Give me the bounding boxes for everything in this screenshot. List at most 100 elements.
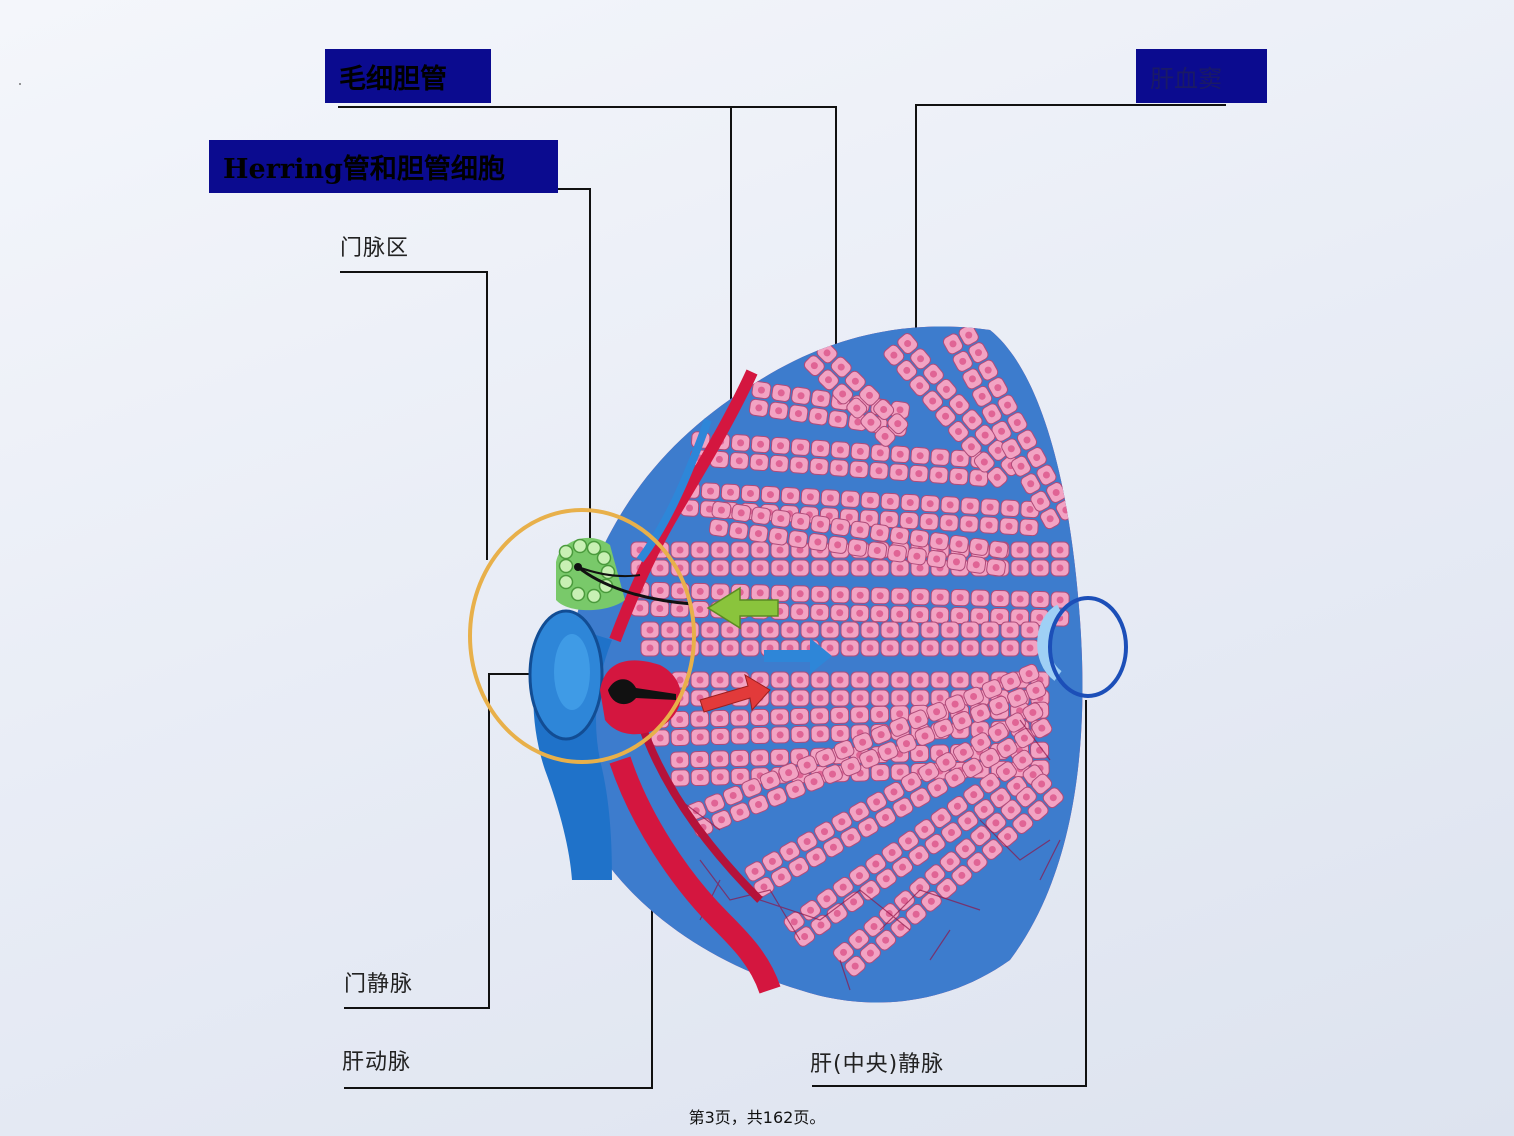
hepatocyte-nucleus [735, 457, 743, 465]
hepatocyte-nucleus [886, 644, 894, 652]
hepatocyte-nucleus [994, 446, 1002, 454]
hepatocyte-nucleus [816, 564, 824, 572]
hepatocyte-nucleus [1019, 820, 1027, 828]
hepatocyte-nucleus [882, 875, 890, 883]
hepatocyte-nucleus [777, 873, 785, 881]
hepatocyte-nucleus [995, 546, 1003, 554]
hepatocyte-nucleus [948, 828, 956, 836]
hepatocyte-nucleus [755, 458, 763, 466]
hepatocyte-nucleus [965, 331, 973, 339]
hepatocyte-nucleus [814, 538, 822, 546]
hepatocyte-nucleus [718, 816, 726, 824]
hepatocyte-nucleus [840, 948, 848, 956]
hepatocyte-nucleus [985, 521, 993, 529]
hepatocyte-nucleus [916, 611, 924, 619]
hepatocyte-cords [630, 326, 1076, 977]
hepatocyte-nucleus [836, 564, 844, 572]
hepatocyte-nucleus [774, 532, 782, 540]
hepatocyte-nucleus [986, 644, 994, 652]
hepatocyte-nucleus [751, 867, 759, 875]
hepatocyte-nucleus [806, 493, 814, 501]
bile-duct-cell [558, 558, 574, 574]
hepatocyte-nucleus [1004, 833, 1012, 841]
hepatocyte-nucleus [980, 805, 988, 813]
hepatocyte-nucleus [826, 644, 834, 652]
hepatocyte-nucleus [1007, 445, 1015, 453]
hepatocyte-nucleus [816, 694, 824, 702]
hepatocyte-nucleus [866, 626, 874, 634]
hepatocyte-nucleus [974, 349, 982, 357]
hepatocyte-nucleus [876, 564, 884, 572]
hepatic-artery-vessel [609, 369, 781, 994]
hepatocyte-nucleus [888, 848, 896, 856]
hepatocyte-nucleus [735, 527, 743, 535]
hepatocyte-nucleus [893, 549, 901, 557]
hepatocyte-nucleus [996, 613, 1004, 621]
hepatocyte-nucleus [1020, 734, 1028, 742]
hepatocyte-nucleus [896, 694, 904, 702]
hepatocyte-nucleus [906, 499, 914, 507]
hepatocyte-nucleus [903, 366, 911, 374]
hepatocyte-nucleus [775, 407, 783, 415]
hepatocyte-nucleus [797, 392, 805, 400]
hepatocyte-nucleus [796, 676, 804, 684]
hepatocyte-nucleus [768, 857, 776, 865]
hepatocyte-nucleus [692, 807, 700, 815]
hepatocyte-nucleus [676, 605, 684, 613]
hepatocyte-nucleus [955, 473, 963, 481]
hepatocyte-nucleus [870, 922, 878, 930]
hepatocyte-nucleus [676, 715, 684, 723]
hepatocyte-nucleus [896, 723, 904, 731]
hepatocyte-nucleus [946, 501, 954, 509]
hepatocyte-nucleus [746, 489, 754, 497]
hepatocyte-nucleus [976, 612, 984, 620]
hepatocyte-nucleus [1056, 596, 1064, 604]
hepatocyte-nucleus [876, 592, 884, 600]
hepatocyte-nucleus [896, 592, 904, 600]
hepatocyte-nucleus [1016, 613, 1024, 621]
hepatocyte-nucleus [856, 447, 864, 455]
hepatocyte-nucleus [876, 676, 884, 684]
hepatocyte-nucleus [916, 884, 924, 892]
hepatocyte-nucleus [847, 833, 855, 841]
hepatocyte-nucleus [1026, 626, 1034, 634]
hepatocyte-nucleus [1025, 523, 1033, 531]
hepatocyte-nucleus [905, 517, 913, 525]
hepatocyte-nucleus [994, 728, 1002, 736]
hepatocyte-nucleus [777, 515, 785, 523]
hepatocyte-cord [679, 481, 1040, 537]
hepatocyte-nucleus [966, 502, 974, 510]
hepatocyte-nucleus [716, 714, 724, 722]
hepatocyte-nucleus [929, 397, 937, 405]
hepatocyte-nucleus [838, 818, 846, 826]
hepatocyte-nucleus [955, 540, 963, 548]
hepatocyte-nucleus [904, 340, 912, 348]
hepatocyte-nucleus [976, 676, 984, 684]
hepatocyte-nucleus [1036, 497, 1044, 505]
hepatocyte-nucleus [951, 700, 959, 708]
hepatocyte-nucleus [835, 464, 843, 472]
hepatocyte-nucleus [715, 524, 723, 532]
hepatocyte-nucleus [851, 962, 859, 970]
hepatocyte-nucleus [890, 788, 898, 796]
hepatocyte-nucleus [954, 428, 962, 436]
hepatocyte-nucleus [847, 762, 855, 770]
hepatocyte-nucleus [823, 895, 831, 903]
hepatocyte-nucleus [1013, 782, 1021, 790]
hepatocyte-nucleus [939, 724, 947, 732]
hepatocyte-nucleus [836, 694, 844, 702]
hepatocyte-nucleus [776, 731, 784, 739]
leader-line-herring [556, 188, 591, 560]
hepatocyte-nucleus [836, 729, 844, 737]
hepatocyte-nucleus [966, 644, 974, 652]
hepatocyte-nucleus [875, 467, 883, 475]
hepatocyte-nucleus [1029, 709, 1037, 717]
hepatocyte-nucleus [816, 445, 824, 453]
hepatocyte-nucleus [801, 933, 809, 941]
hepatocyte-nucleus [949, 340, 957, 348]
hepatocyte-nucleus [876, 610, 884, 618]
hepatocyte-nucleus [676, 733, 684, 741]
hepatocyte-nucleus [886, 497, 894, 505]
hepatocyte-nucleus [810, 362, 818, 370]
